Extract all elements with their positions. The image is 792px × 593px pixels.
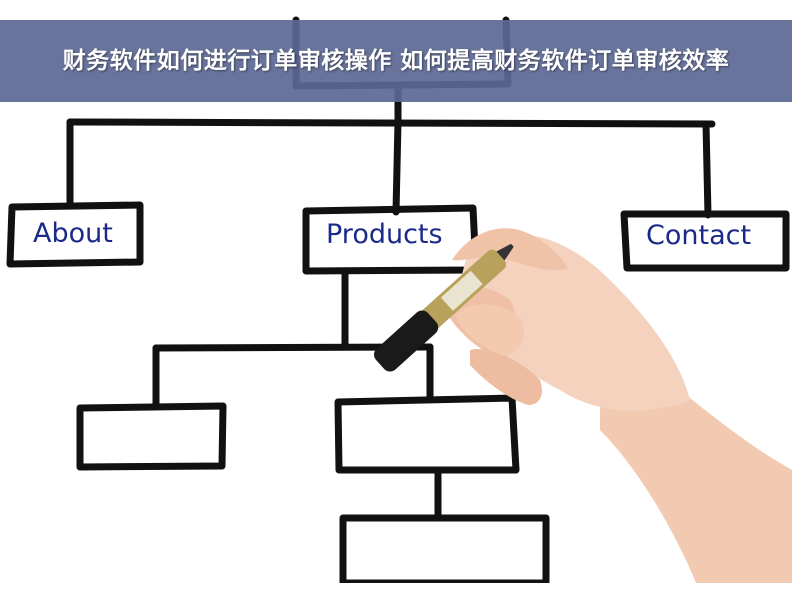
contact-label[interactable]: Contact xyxy=(646,220,752,251)
title-banner: 财务软件如何进行订单审核操作 如何提高财务软件订单审核效率 xyxy=(0,20,792,102)
products-connector xyxy=(392,118,402,216)
products-label[interactable]: Products xyxy=(326,219,443,250)
level4-box xyxy=(339,514,550,587)
about-box xyxy=(6,201,144,268)
contact-connector xyxy=(702,120,712,219)
contact-box xyxy=(620,210,790,272)
level3-mid-box xyxy=(334,394,520,474)
about-label[interactable]: About xyxy=(33,218,113,249)
marker-icon xyxy=(374,243,514,372)
page-title: 财务软件如何进行订单审核操作 如何提高财务软件订单审核效率 xyxy=(62,48,730,74)
top-branch-line xyxy=(66,118,716,128)
level3-left-box xyxy=(76,402,227,471)
bottom-margin xyxy=(0,583,792,593)
hand-illustration xyxy=(374,228,792,593)
